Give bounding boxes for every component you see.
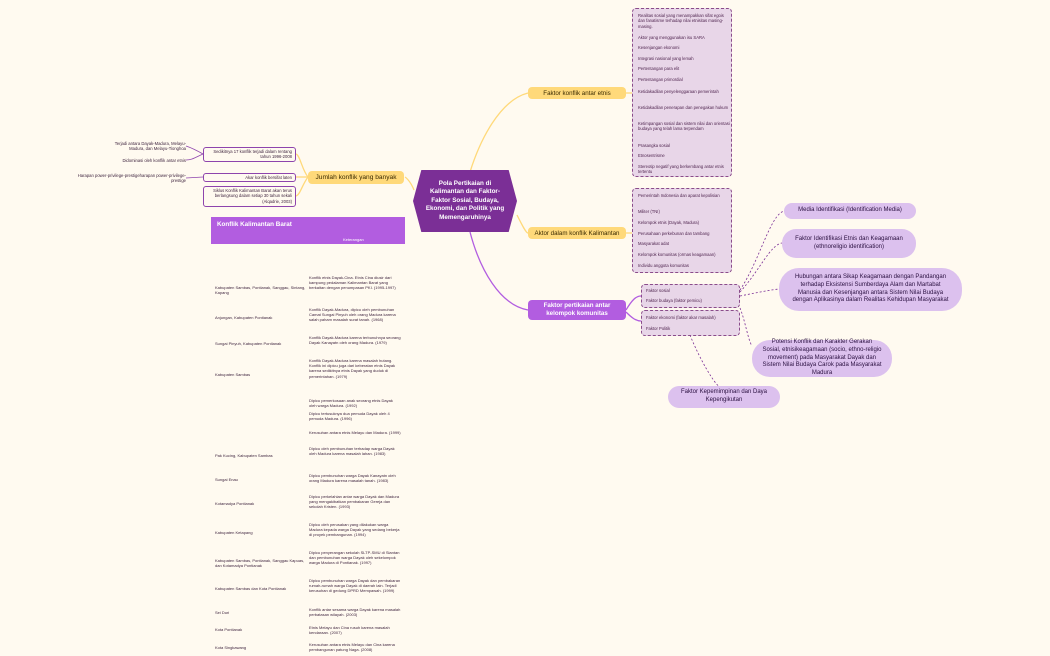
cell-lokasi: Kabupaten Sambas, Pontianak, Sanggau, Si… — [215, 285, 306, 295]
harapan-leaf: Harapan power-privilege-prestigeharapan … — [77, 173, 186, 184]
cell-keterangan: Dipicu penyerangan sekolah SLTP-SMU di S… — [309, 550, 400, 566]
cell-keterangan: Dipicu pembunuhan warga Dayak dan pembak… — [309, 578, 401, 594]
kepemimpinan-bubble[interactable]: Faktor Kepemimpinan dan Daya Kepengikuta… — [668, 386, 780, 408]
list-item: Ketimpangan sosial dan sistem nilai dan … — [638, 121, 730, 132]
list-item: Pemerintah Indonesia dan aparat kepolisi… — [638, 193, 720, 198]
aktor-items-box: Pemerintah Indonesia dan aparat kepolisi… — [632, 188, 732, 273]
cell-keterangan: Dipicu pembunuhan warga Dayak Kanayatn o… — [309, 473, 396, 484]
faktor-ekonomi[interactable]: Faktor ekonomi (faktor akar masalah) — [646, 315, 716, 320]
list-item: Militer (TNI) — [638, 209, 660, 214]
cell-keterangan: Konflik Dayak-Madura karena terbunuhnya … — [309, 335, 401, 346]
table-row: Sungai Enau Dipicu pembunuhan warga Dayak… — [211, 473, 405, 489]
akar-node[interactable]: Akar konflik bersifat laten — [203, 173, 296, 182]
list-item: Kelompok komunitas (ormas keagamaan) — [638, 252, 716, 257]
cell-keterangan: Dipicu perkelahian antar warga Dayak dan… — [309, 494, 400, 510]
table-header: Keterangan — [211, 235, 405, 244]
identifikasi-etnis-bubble[interactable]: Faktor Identifikasi Etnis dan Keagamaan … — [782, 229, 916, 258]
cell-keterangan: Dipicu tertusuknya dua pemuda Dayak oleh… — [309, 411, 390, 422]
faktor-sosial[interactable]: Faktor sosial — [646, 288, 670, 293]
cell-keterangan: Etnis Melayu dan Cina rusuh karena masal… — [309, 625, 390, 636]
topic-jumlah-konflik[interactable]: Jumlah konflik yang banyak — [308, 171, 404, 184]
media-identifikasi-bubble[interactable]: Media Identifikasi (Identification Media… — [784, 203, 916, 219]
cell-keterangan: Dipicu oleh perusakan yang dilakukan war… — [309, 522, 400, 538]
table-row: Kabupaten Ketapang Dipicu oleh perusakan … — [211, 522, 405, 546]
cell-lokasi: Kabupaten Sambas dan Kota Pontianak — [215, 586, 287, 591]
terjadi-leaf: Terjadi antara Dayak-Madura, Melayu-Madu… — [114, 141, 186, 152]
cell-keterangan: Dipicu pemerkosaan anak seorang etnis Da… — [309, 398, 393, 409]
cell-lokasi: Pak Kucing, Kabupaten Sambas — [215, 453, 273, 458]
list-item: Etnosentrisme — [638, 153, 665, 158]
cell-keterangan: Konflik Dayak-Madura karena masalah huta… — [309, 358, 396, 379]
list-item: Realitas sosial yang menampakkan sifat e… — [638, 13, 724, 29]
cell-keterangan: Kerusuhan antara etnis Melayu dan Cina k… — [309, 642, 395, 653]
list-item: Masyarakat adat — [638, 241, 669, 246]
list-item: Stereotip negatif yang berkembang antar … — [638, 164, 724, 175]
header-keterangan: Keterangan — [343, 237, 364, 242]
list-item: Kelompok etnis (Dayak, Madura) — [638, 220, 699, 225]
table-row: Dipicu tertusuknya dua pemuda Dayak oleh… — [211, 411, 405, 425]
pertikaian-box-2: Faktor ekonomi (faktor akar masalah) Fak… — [641, 310, 740, 336]
table-row: Anjungan, Kabupaten Pontianak Konflik Day… — [211, 307, 405, 331]
cell-lokasi: Kota Pontianak — [215, 627, 243, 632]
pertikaian-box-1: Faktor sosial Faktor budaya (faktor pemi… — [641, 284, 740, 308]
hubungan-bubble[interactable]: Hubungan antara Sikap Keagamaan dengan P… — [779, 268, 962, 311]
topic-pertikaian[interactable]: Faktor pertikaian antar kelompok komunit… — [528, 300, 626, 320]
cell-lokasi: Kabupaten Sambas — [215, 372, 251, 377]
table-title: Konflik Kalimantan Barat — [211, 217, 405, 235]
konflik-items-box: Realitas sosial yang menampakkan sifat e… — [632, 8, 732, 177]
table-row: Sungai Pinyuh, Kabupaten Pontianak Konfli… — [211, 335, 405, 355]
siklus-node[interactable]: Siklus Konflik Kalimantan Barat akan ter… — [203, 186, 296, 207]
list-item: Pertentangan primordial — [638, 77, 683, 82]
konflik-table: Konflik Kalimantan Barat Keterangan Kabu… — [211, 217, 405, 652]
table-row: Sei Duri Konflik antar sesama warga Dayak… — [211, 607, 405, 621]
cell-lokasi: Kotamadya Pontianak — [215, 501, 255, 506]
cell-lokasi: Sungai Enau — [215, 477, 238, 482]
list-item: Ketidakadilan penyelenggaraan pemerintah — [638, 89, 719, 94]
table-row: Dipicu pemerkosaan anak seorang etnis Da… — [211, 398, 405, 410]
cell-lokasi: Kabupaten Sambas, Pontianak, Sanggau Kap… — [215, 558, 305, 568]
cell-lokasi: Anjungan, Kabupaten Pontianak — [215, 315, 273, 320]
cell-keterangan: Konflik antar sesama warga Dayak karena … — [309, 607, 401, 618]
list-item: Aktor yang menggunakan isu SARA — [638, 35, 705, 40]
table-row: Kerusuhan antara etnis Melayu dan Madura… — [211, 430, 405, 442]
cell-keterangan: Kerusuhan antara etnis Melayu dan Madura… — [309, 430, 401, 435]
cell-lokasi: Kota Singkawang — [215, 645, 247, 650]
table-row: Kabupaten Sambas dan Kota Pontianak Dipic… — [211, 578, 405, 602]
table-row: Kota Singkawang Kerusuhan antara etnis Me… — [211, 642, 405, 656]
cell-keterangan: Dipicu oleh pembunuhan terhadap warga Da… — [309, 446, 395, 457]
topic-aktor[interactable]: Aktor dalam konflik Kalimantan — [528, 227, 626, 239]
cell-keterangan: Konflik etnis Dayak-Cina. Etnis Cina diu… — [309, 275, 396, 291]
list-item: Integrasi nasional yang lemah — [638, 56, 694, 61]
topic-konflik-antar-etnis[interactable]: Faktor konflik antar etnis — [528, 87, 626, 99]
list-item: Ketidakadilan penerapan dan penegakan hu… — [638, 105, 729, 110]
didominasi-leaf: Didominasi oleh konflik antar etnis — [122, 158, 186, 163]
table-row: Pak Kucing, Kabupaten Sambas Dipicu oleh … — [211, 446, 405, 468]
cell-keterangan: Konflik Dayak-Madura, dipicu oleh pembun… — [309, 307, 396, 323]
sedikitnya-node[interactable]: Sedikitnya 17 konflik terjadi dalam rent… — [203, 147, 296, 162]
table-row: Kotamadya Pontianak Dipicu perkelahian an… — [211, 494, 405, 516]
cell-lokasi: Sungai Pinyuh, Kabupaten Pontianak — [215, 341, 282, 346]
table-row: Kota Pontianak Etnis Melayu dan Cina rusu… — [211, 625, 405, 637]
table-row: Kabupaten Sambas, Pontianak, Sanggau Kap… — [211, 550, 405, 574]
list-item: Kesenjangan ekonomi — [638, 45, 680, 50]
list-item: Perusahaan perkebunan dan tambang — [638, 231, 710, 236]
list-item: Individu anggota komunitas — [638, 263, 689, 268]
faktor-politik[interactable]: Faktor Politik — [646, 326, 671, 331]
faktor-budaya[interactable]: Faktor budaya (faktor pemicu) — [646, 298, 702, 303]
cell-lokasi: Kabupaten Ketapang — [215, 530, 253, 535]
central-topic[interactable]: Pola Pertikaian di Kalimantan dan Faktor… — [413, 170, 517, 232]
table-row: Kabupaten Sambas Konflik Dayak-Madura kar… — [211, 358, 405, 394]
list-item: Prasangka sosial — [638, 143, 670, 148]
list-item: Pertentangan para elit — [638, 66, 680, 71]
potensi-bubble[interactable]: Potensi Konflik dan Karakter Gerakan Sos… — [752, 339, 892, 377]
cell-lokasi: Sei Duri — [215, 610, 230, 615]
table-row: Kabupaten Sambas, Pontianak, Sanggau, Si… — [211, 275, 405, 303]
